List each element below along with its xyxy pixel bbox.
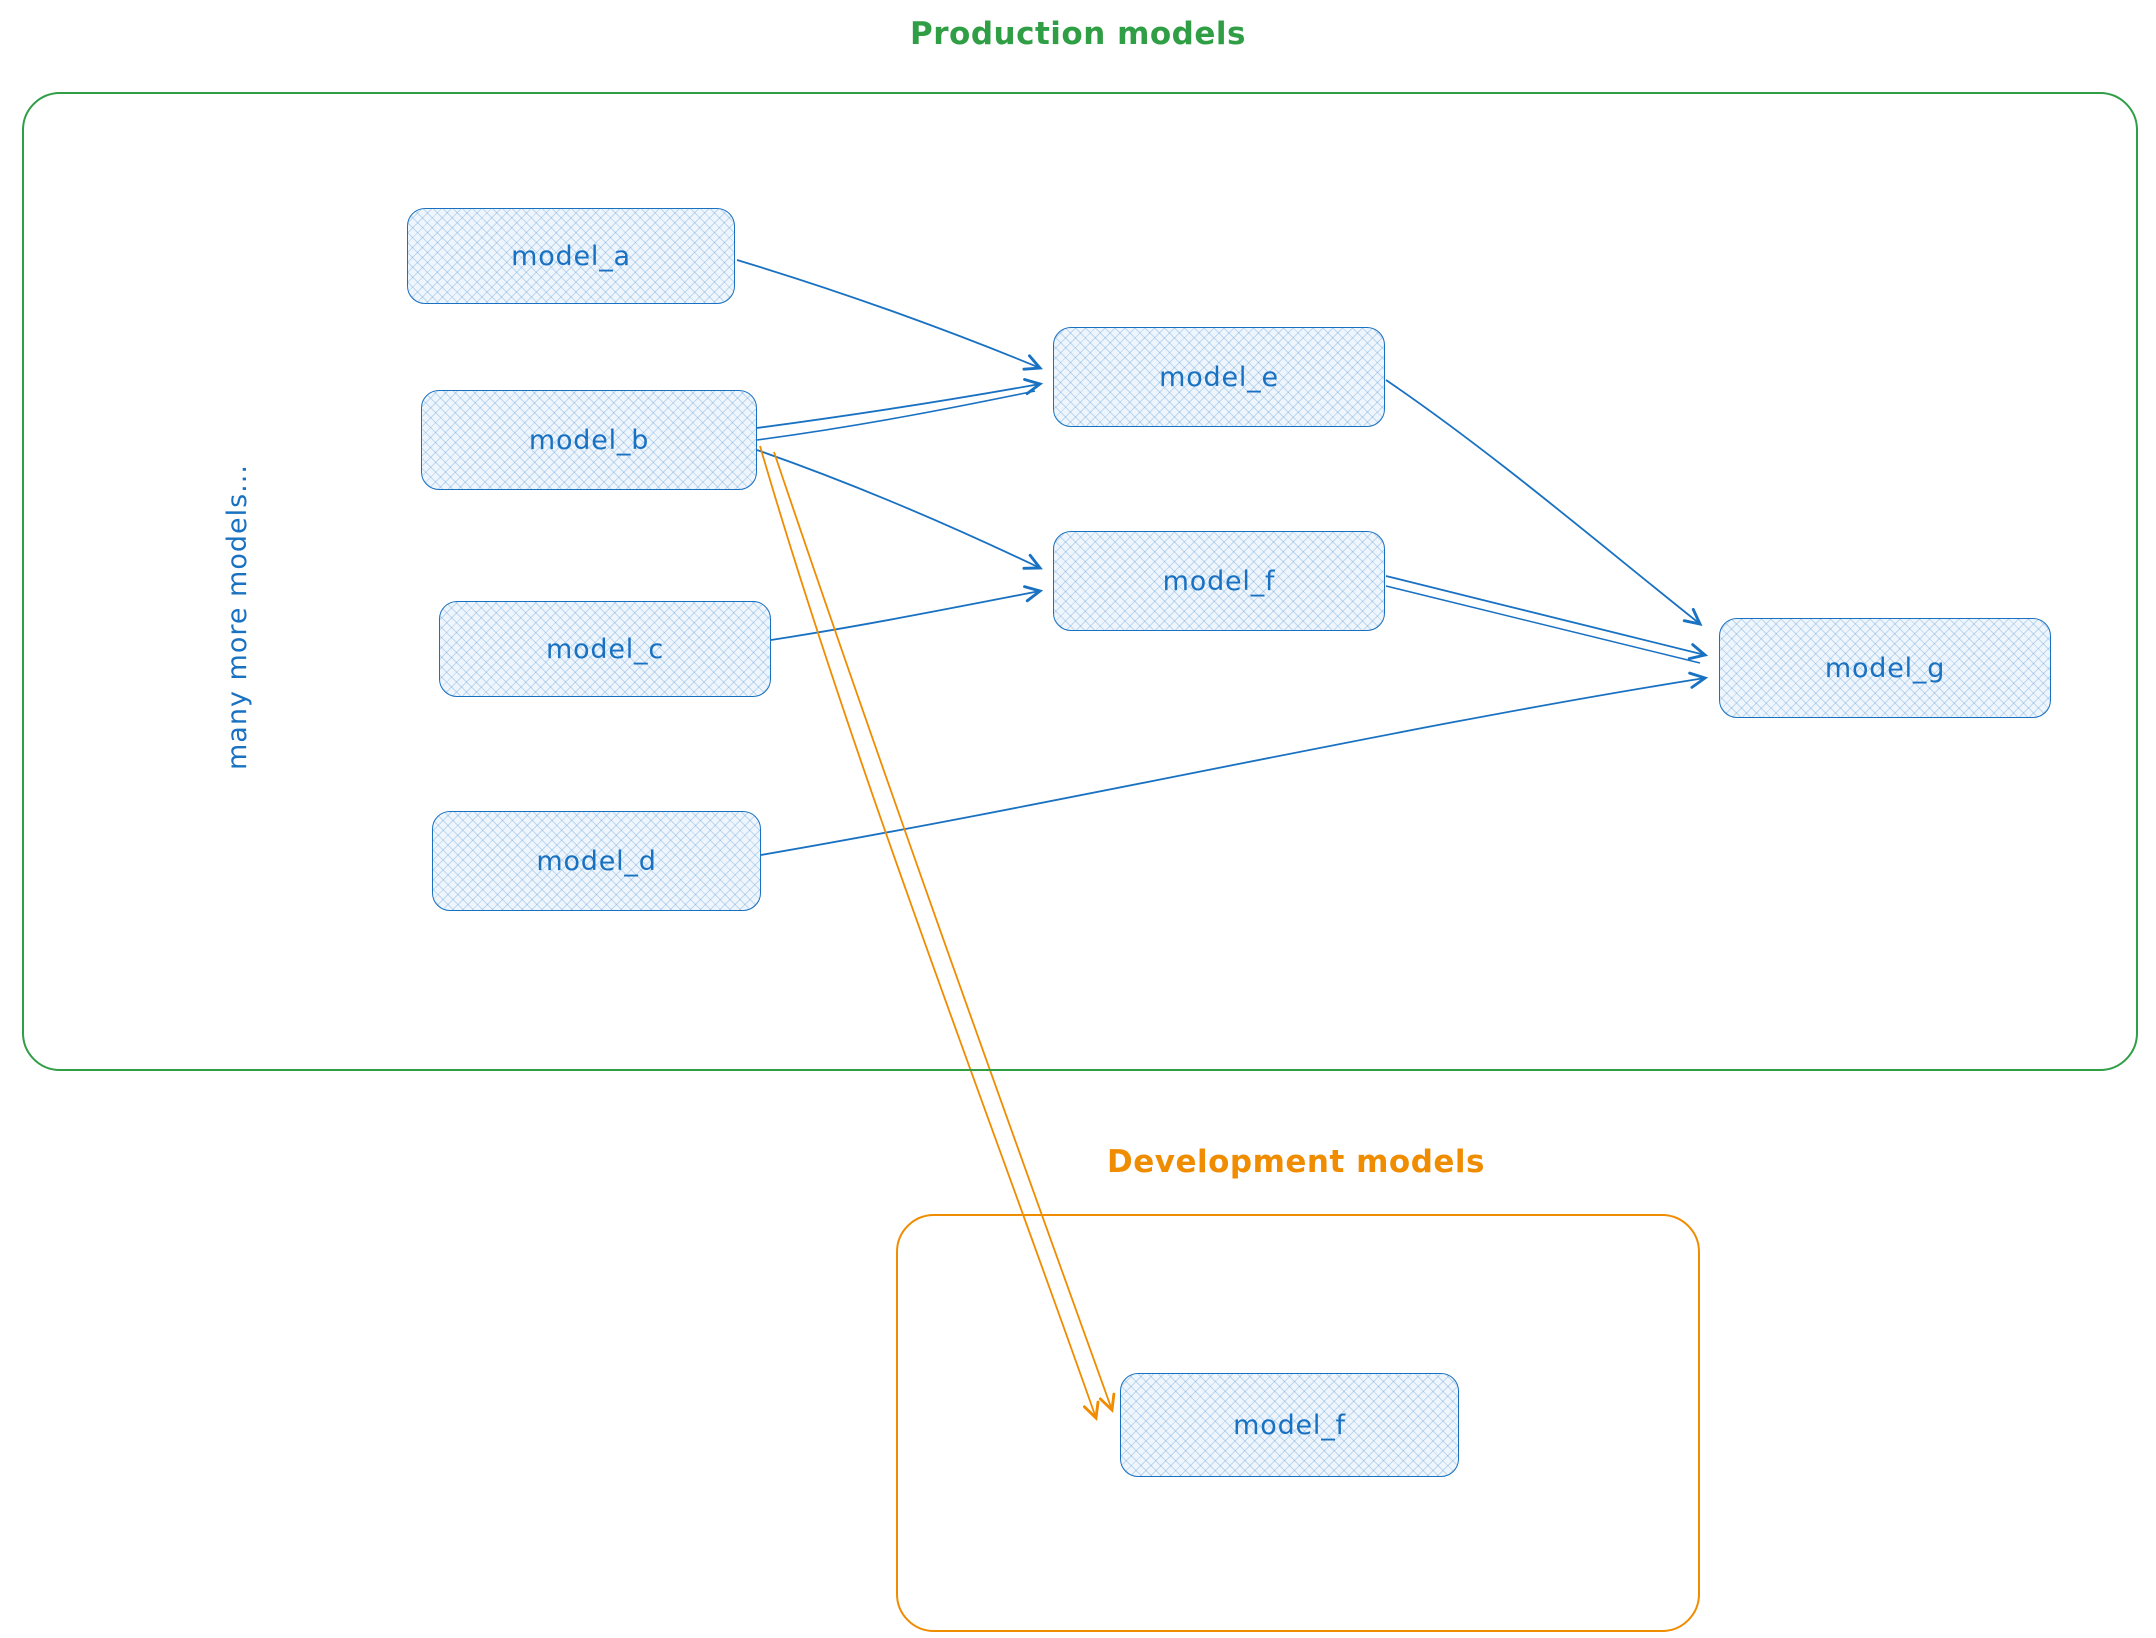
node-model-f: model_f: [1053, 531, 1385, 631]
many-more-models-label: many more models...: [222, 464, 253, 770]
node-dev-model-f: model_f: [1120, 1373, 1459, 1477]
node-model-g-label: model_g: [1824, 652, 1946, 684]
production-group-title: Production models: [910, 16, 1246, 52]
development-group-container: [896, 1214, 1700, 1632]
development-group-title: Development models: [1106, 1144, 1485, 1180]
node-model-b-label: model_b: [528, 424, 650, 456]
node-dev-model-f-label: model_f: [1233, 1409, 1346, 1441]
node-model-a: model_a: [407, 208, 735, 304]
node-model-f-label: model_f: [1162, 565, 1276, 597]
node-model-c: model_c: [439, 601, 771, 697]
production-group-container: [22, 92, 2138, 1071]
node-model-b: model_b: [421, 390, 757, 490]
node-model-e-label: model_e: [1159, 361, 1279, 393]
node-model-e: model_e: [1053, 327, 1385, 427]
node-model-d-label: model_d: [536, 845, 657, 877]
node-model-d: model_d: [432, 811, 761, 911]
node-model-c-label: model_c: [545, 633, 665, 665]
node-model-g: model_g: [1719, 618, 2051, 718]
node-model-a-label: model_a: [511, 240, 631, 272]
